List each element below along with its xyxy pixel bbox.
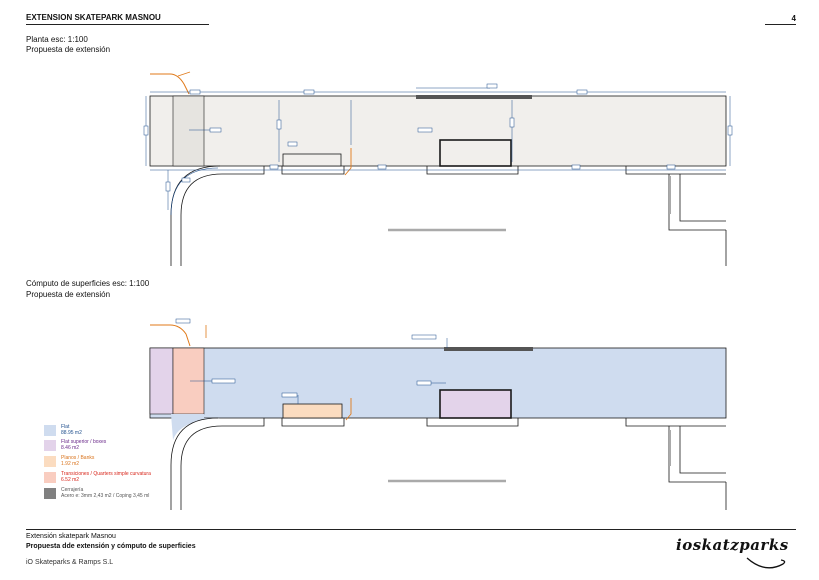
area-corner	[171, 414, 220, 440]
area-bank-base	[281, 418, 345, 427]
header-rule-right	[765, 24, 796, 25]
footer-company: iO Skateparks & Ramps S.L	[26, 559, 114, 566]
areas-section-subtitle: Propuesta de extensión	[26, 290, 111, 299]
legend-label-flat: Flat	[61, 424, 70, 430]
area-tags	[175, 318, 437, 398]
area-orange-top	[150, 324, 191, 347]
plan-curve-inner	[180, 166, 265, 266]
area-curve-outer	[170, 417, 219, 510]
area-bank	[282, 403, 343, 419]
area-box	[439, 389, 512, 419]
plan-rail	[416, 95, 532, 99]
plan-orange-top	[150, 73, 190, 95]
plan-section-title: Planta esc: 1:100	[26, 35, 88, 44]
footer-rule	[26, 529, 796, 530]
legend: Flat 88.95 m2 Flat superior / boxes 8.46…	[44, 424, 244, 504]
area-box-base	[426, 418, 519, 427]
area-curve-inner	[180, 418, 265, 510]
plan-bank	[282, 153, 342, 167]
legend-swatch-transitions	[44, 472, 56, 483]
area-leaders	[190, 338, 448, 404]
areas-view	[149, 318, 727, 510]
area-right-wall	[668, 426, 726, 483]
area-orange-bank	[345, 398, 352, 421]
legend-value-flat: 88.95 m2	[61, 430, 82, 436]
logo-swash	[746, 557, 786, 569]
area-flat-superior-left	[149, 347, 174, 415]
legend-swatch-banks	[44, 456, 56, 467]
legend-value-metalwork: Acero e: 3mm 2,43 m2 / Coping 3,45 ml	[61, 493, 150, 499]
areas-section-title: Cómputo de superficies esc: 1:100	[26, 279, 150, 288]
plan-orange-tick	[177, 71, 191, 77]
legend-value-flat-superior: 8.46 m2	[61, 445, 80, 451]
legend-value-banks: 1.92 m2	[61, 461, 80, 467]
area-right-wall-inner	[679, 426, 726, 474]
plan-right-wall	[668, 174, 726, 231]
header-rule-left	[26, 24, 209, 25]
plan-dimension-tags	[143, 83, 733, 192]
legend-swatch-metalwork	[44, 488, 56, 499]
area-rail	[444, 347, 533, 351]
legend-value-transitions: 6.52 m2	[61, 477, 80, 483]
legend-label-banks: Planos / Banks	[61, 455, 95, 461]
company-logo: ioskatzparks	[676, 536, 789, 554]
document-title: EXTENSION SKATEPARK MASNOU	[26, 13, 161, 22]
footer-description: Propuesta dde extensión y cómputo de sup…	[26, 543, 196, 550]
area-right-step	[625, 418, 726, 427]
plan-section-subtitle: Propuesta de extensión	[26, 45, 111, 54]
plan-right-wall-inner	[679, 174, 726, 222]
page-number: 4	[791, 14, 796, 23]
plan-view	[143, 71, 733, 266]
footer-project-name: Extensión skatepark Masnou	[26, 533, 116, 540]
plan-quarter-zone	[172, 95, 205, 167]
plan-box	[439, 139, 512, 167]
plan-right-step	[625, 166, 726, 175]
legend-label-flat-superior: Flat superior / boxes	[61, 439, 107, 445]
legend-label-transitions: Transiciones / Quarters simple curvatura	[61, 471, 151, 477]
plan-orange-bank	[344, 148, 352, 176]
legend-swatch-flat-superior	[44, 440, 56, 451]
legend-swatch-flat	[44, 425, 56, 436]
legend-label-metalwork: Cerrajería	[61, 487, 84, 493]
plan-slab	[149, 95, 727, 167]
